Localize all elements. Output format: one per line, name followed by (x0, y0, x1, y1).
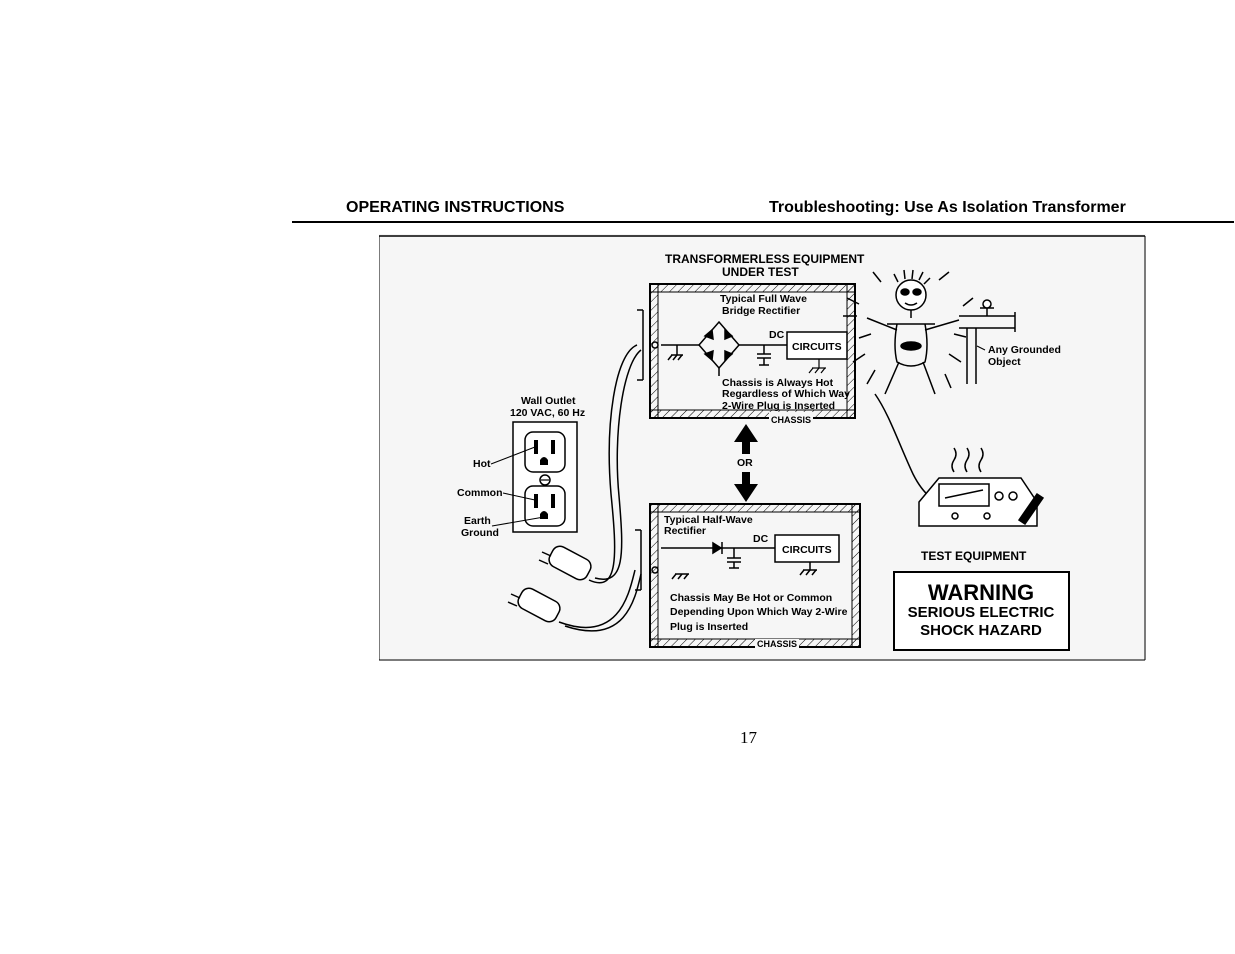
page-topic-title: Troubleshooting: Use As Isolation Transf… (769, 199, 1126, 216)
chassis-hot-line2: Regardless of Which Way (722, 388, 850, 400)
circuits-label-bottom: CIRCUITS (782, 544, 832, 556)
circuits-box-top (786, 331, 848, 360)
earth-ground-label-line1: Earth (464, 515, 491, 527)
chassis-maybe-line1: Chassis May Be Hot or Common (670, 592, 832, 604)
full-wave-label-line1: Typical Full Wave (720, 293, 807, 305)
test-equipment-label: TEST EQUIPMENT (921, 549, 1027, 563)
header-divider (292, 221, 1234, 223)
chassis-label-top: CHASSIS (771, 415, 811, 425)
top-box-title-line1: TRANSFORMERLESS EQUIPMENT (665, 252, 865, 266)
ground-symbol-top (808, 359, 826, 374)
half-wave-rectifier-symbol (661, 541, 817, 580)
power-plug-bottom (507, 587, 561, 623)
power-cords (558, 344, 642, 632)
outlet-leader-lines (490, 446, 545, 527)
warning-line1: SERIOUS ELECTRIC (908, 604, 1055, 621)
circuits-label-top: CIRCUITS (792, 341, 842, 353)
chassis-hot-line3: 2-Wire Plug is Inserted (722, 400, 835, 412)
warning-line2: SHOCK HAZARD (920, 622, 1042, 639)
or-double-arrow (734, 424, 758, 502)
wall-outlet-label-line2: 120 VAC, 60 Hz (510, 407, 585, 419)
half-wave-equipment-box (649, 503, 861, 648)
chassis-hot-line1: Chassis is Always Hot (722, 377, 834, 389)
earth-ground-label-line2: Ground (461, 527, 499, 539)
circuits-box-bottom (774, 534, 840, 563)
page-number: 17 (740, 728, 757, 747)
isolation-hazard-diagram: TRANSFORMERLESS EQUIPMENT UNDER TEST Typ… (378, 234, 1147, 662)
bridge-rectifier-symbol (661, 320, 787, 376)
wall-outlet-label-line1: Wall Outlet (521, 395, 576, 407)
grounded-object-label-line1: Any Grounded (988, 344, 1061, 356)
dc-label-bottom: DC (753, 533, 769, 545)
full-wave-label-line2: Bridge Rectifier (722, 305, 800, 317)
dc-label-top: DC (769, 329, 785, 341)
warning-box (893, 571, 1070, 651)
wall-outlet (512, 421, 578, 533)
warning-title: WARNING (928, 580, 1034, 605)
common-label: Common (457, 487, 503, 499)
chassis-label-bottom: CHASSIS (757, 639, 797, 649)
chassis-maybe-line2: Depending Upon Which Way 2-Wire (670, 606, 848, 618)
half-wave-label-line1: Typical Half-Wave (664, 514, 753, 526)
top-box-plug-terminal (637, 309, 659, 381)
top-box-title-line2: UNDER TEST (722, 265, 799, 279)
hot-label: Hot (473, 458, 491, 470)
test-equipment-device (918, 447, 1045, 527)
grounded-object-label-line2: Object (988, 356, 1021, 368)
shocked-person-figure (843, 269, 974, 395)
or-label: OR (737, 457, 753, 469)
chassis-maybe-line3: Plug is Inserted (670, 621, 748, 633)
half-wave-label-line2: Rectifier (664, 525, 706, 537)
grounded-pipe (959, 299, 1016, 384)
power-plug-top (538, 545, 592, 581)
section-title: OPERATING INSTRUCTIONS (346, 199, 565, 216)
bottom-box-plug-terminal (635, 529, 659, 591)
